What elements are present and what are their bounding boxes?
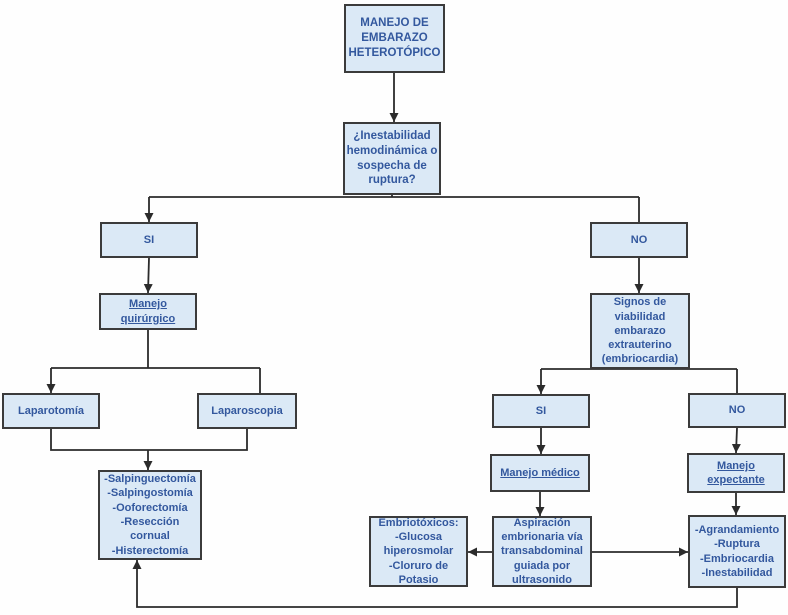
connector-quirurgico-split-bar — [51, 330, 260, 369]
connector-laparo-merge-bar — [50, 429, 248, 451]
node-manejo-medico: Manejo médico — [490, 454, 590, 492]
node-no-inestabilidad: NO — [590, 222, 688, 258]
node-laparotomia: Laparotomía — [2, 393, 100, 429]
connector-decision-split-bar — [149, 195, 639, 198]
node-embriotoxicos: Embriotóxicos: -Glucosa hiperosmolar -Cl… — [369, 516, 468, 587]
node-no-viabilidad: NO — [688, 393, 786, 428]
node-title: MANEJO DE EMBARAZO HETEROTÓPICO — [344, 4, 445, 73]
node-laparoscopia: Laparoscopia — [197, 393, 297, 429]
connector-alarma-loopback-to-opciones — [132, 560, 738, 608]
node-manejo-expectante: Manejo expectante — [687, 453, 785, 493]
node-decision-inestabilidad: ¿Inestabilidad hemodinámica o sospecha d… — [343, 122, 441, 195]
node-si-viabilidad: SI — [492, 394, 590, 428]
node-signos-alarma-expectante: -Agrandamiento -Ruptura -Embriocardia -I… — [688, 515, 786, 588]
node-opciones-quirurgicas: -Salpinguectomía -Salpingostomía -Oofore… — [98, 470, 202, 560]
node-signos-viabilidad: Signos de viabilidad embarazo extrauteri… — [590, 293, 690, 369]
node-manejo-quirurgico: Manejo quirúrgico — [99, 293, 197, 330]
node-aspiracion: Aspiración embrionaria vía transabdomina… — [492, 516, 592, 587]
connector-no-to-expectante — [731, 427, 741, 454]
node-si-inestabilidad: SI — [100, 222, 198, 258]
connector-si-to-quirurgico — [143, 257, 153, 294]
